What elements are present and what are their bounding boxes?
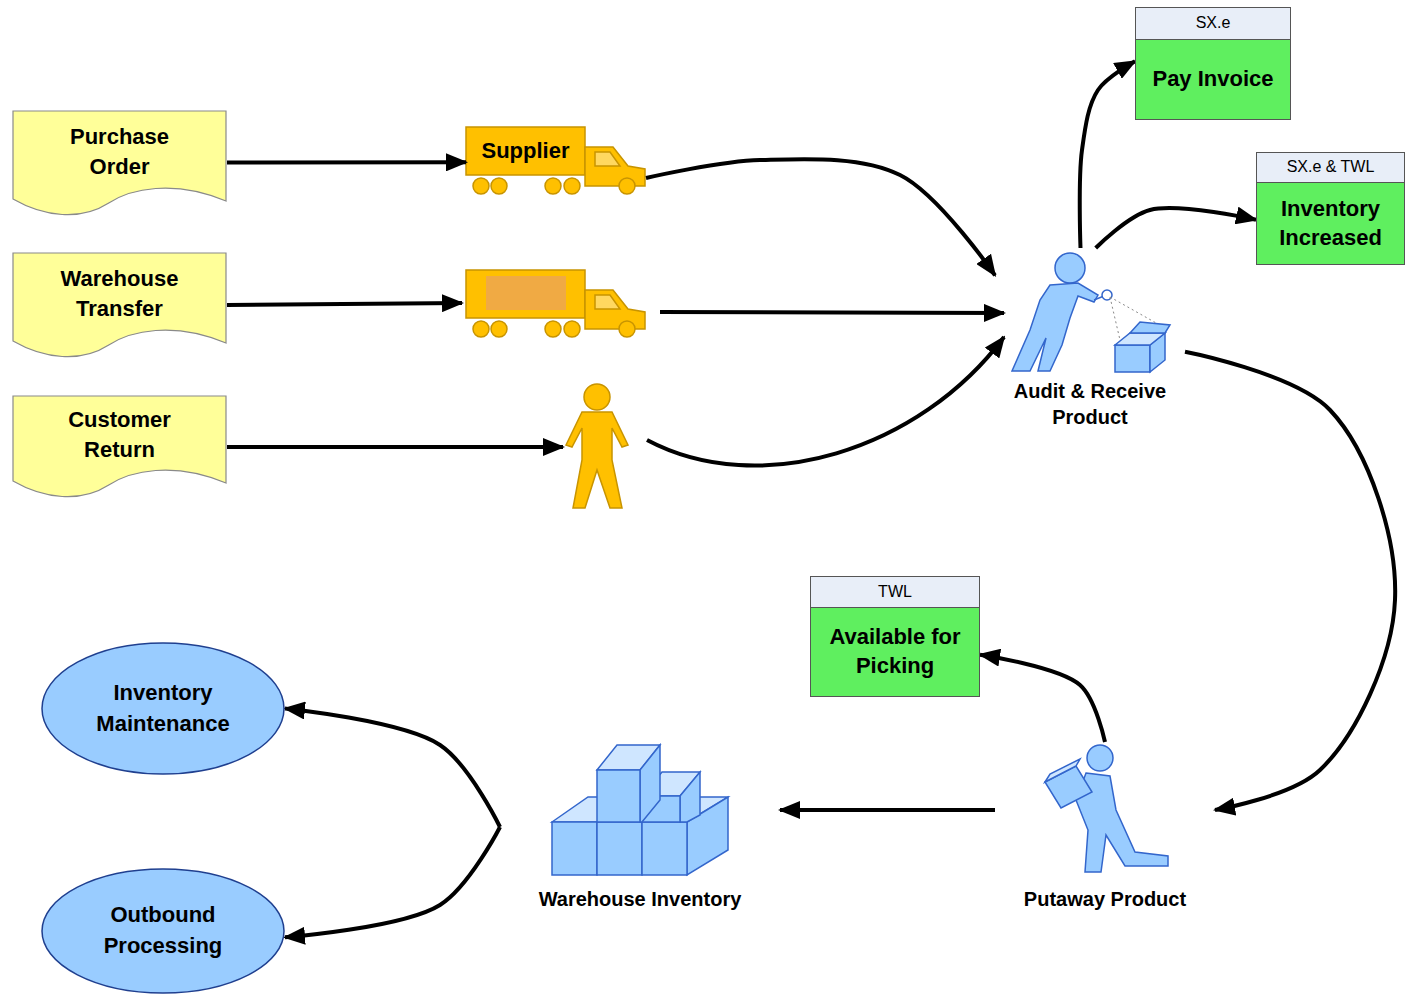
flow-connector (780, 808, 995, 812)
node-text: Putaway Product (995, 886, 1215, 912)
node-text: SX.e (1196, 12, 1231, 34)
document-outline (13, 111, 226, 215)
figure-label-box: Putaway Product (995, 742, 1215, 912)
node-text: SX.e & TWL (1287, 156, 1375, 178)
process-ellipse: Outbound Processing (41, 868, 285, 994)
document-outline (13, 253, 226, 357)
node-text: Outbound Processing (73, 900, 253, 962)
customer-figure (566, 384, 628, 508)
system-step-box: SX.e & TWL Inventory Increased (1256, 152, 1405, 265)
system-step-box: TWL Available for Picking (810, 576, 980, 697)
flow-connector (1096, 208, 1256, 248)
flow-connector (285, 827, 500, 937)
figure-label-box: Warehouse Inventory (500, 742, 780, 912)
system-step-body: Inventory Increased (1256, 183, 1405, 265)
ellipse-outline (41, 642, 285, 775)
document-shape: Purchase Order (12, 110, 227, 215)
document-shape: Warehouse Transfer (12, 252, 227, 357)
transfer-truck (466, 270, 645, 337)
node-text: Purchase Order (45, 122, 195, 181)
node-text: Available for Picking (817, 623, 973, 680)
node-text: Supplier (481, 136, 569, 167)
flow-connector (980, 655, 1105, 742)
node-text: Warehouse Inventory (500, 886, 780, 912)
truck-body-area: Supplier (466, 127, 585, 175)
figure-caption-area: Putaway Product (995, 886, 1215, 912)
node-text: Pay Invoice (1152, 65, 1273, 94)
figure-caption-area: Warehouse Inventory (500, 886, 780, 912)
document-outline (13, 396, 226, 497)
node-text: Customer Return (45, 405, 195, 464)
inventory-stack (552, 745, 728, 875)
system-header: SX.e & TWL (1256, 152, 1405, 183)
supplier-truck (466, 127, 645, 194)
system-header: SX.e (1135, 7, 1291, 40)
putaway-figure (1045, 745, 1168, 872)
document-shape: Customer Return (12, 395, 227, 497)
ellipse-outline (42, 643, 284, 774)
ellipse-outline (42, 869, 284, 993)
figure-label-box: Audit & Receive Product (995, 248, 1185, 430)
system-step-body: Pay Invoice (1135, 40, 1291, 120)
flow-connector (285, 709, 500, 828)
node-text: TWL (878, 581, 912, 603)
auditor-figure (1012, 253, 1170, 372)
system-header: TWL (810, 576, 980, 608)
flow-arrow (227, 303, 1004, 466)
figure-caption-area: Audit & Receive Product (995, 378, 1185, 430)
process-ellipse: Inventory Maintenance (41, 642, 285, 775)
system-step-body: Available for Picking (810, 608, 980, 697)
system-step-box: SX.ePay Invoice (1135, 7, 1291, 120)
flow-connector (646, 159, 995, 275)
node-text: Warehouse Transfer (45, 264, 195, 323)
node-text: Inventory Maintenance (73, 678, 253, 740)
flow-connector (227, 160, 466, 164)
truck-label-box: Supplier (466, 127, 646, 195)
node-text: Audit & Receive Product (995, 378, 1185, 430)
flow-connector (1185, 352, 1395, 810)
node-text: Inventory Increased (1263, 195, 1398, 252)
ellipse-outline (41, 868, 285, 994)
